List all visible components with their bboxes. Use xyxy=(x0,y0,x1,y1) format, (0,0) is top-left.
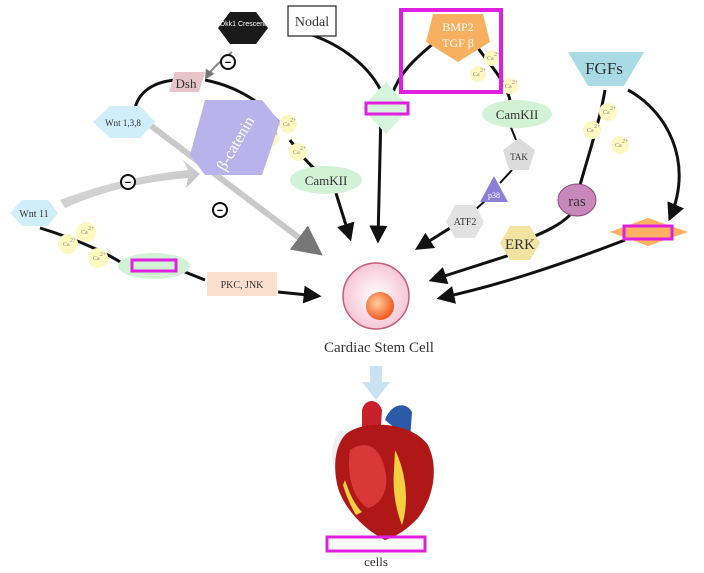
svg-text:ERK: ERK xyxy=(505,237,535,253)
wnt11-green-node xyxy=(118,253,190,279)
svg-text:PKC, JNK: PKC, JNK xyxy=(221,280,265,291)
svg-text:Ca: Ca xyxy=(293,150,300,156)
svg-text:CamKII: CamKII xyxy=(496,107,539,122)
svg-text:Ca: Ca xyxy=(587,128,594,134)
svg-text:2+: 2+ xyxy=(290,118,297,124)
svg-text:TAK: TAK xyxy=(510,152,528,162)
svg-text:Ca: Ca xyxy=(487,56,494,62)
svg-text:Ca: Ca xyxy=(603,110,610,116)
cells-label: cells xyxy=(364,554,388,569)
svg-text:Wnt 11: Wnt 11 xyxy=(19,209,48,220)
svg-text:Wnt 1,3,8: Wnt 1,3,8 xyxy=(105,118,141,128)
bmp2-tgf-node: BMP2 TGF β xyxy=(426,14,490,62)
svg-text:2+: 2+ xyxy=(594,124,601,130)
svg-text:2+: 2+ xyxy=(70,238,77,244)
bmp-highlight-box xyxy=(399,8,503,94)
svg-text:Dsh: Dsh xyxy=(176,76,197,91)
svg-text:2+: 2+ xyxy=(100,252,107,258)
cardiac-stem-cell xyxy=(342,262,410,330)
svg-text:Ca: Ca xyxy=(81,230,88,236)
svg-text:−: − xyxy=(217,205,223,217)
beta-catenin-node: β-catenin xyxy=(190,100,280,175)
connector-lines xyxy=(39,33,607,282)
wnt11-node: Wnt 11 xyxy=(10,200,58,226)
wnt138-node: Wnt 1,3,8 xyxy=(93,106,155,138)
catenin-inhibit-symbol: − xyxy=(120,174,136,190)
svg-text:Ca: Ca xyxy=(283,122,290,128)
svg-text:TGF β: TGF β xyxy=(442,36,474,50)
tak-node: TAK xyxy=(503,138,535,170)
heart-illustration xyxy=(331,401,434,540)
erk-node: ERK xyxy=(500,226,540,260)
dkk1-crescent-node: Dkk1 Crescent xyxy=(218,12,268,44)
cardiac-stem-cell-label: Cardiac Stem Cell xyxy=(324,340,434,356)
camkii-right-node: CamKII xyxy=(482,100,552,128)
svg-text:2+: 2+ xyxy=(480,68,487,74)
svg-text:CamKII: CamKII xyxy=(305,173,348,188)
svg-text:Nodal: Nodal xyxy=(295,15,329,30)
nodal-green-node xyxy=(362,82,410,134)
svg-text:BMP2: BMP2 xyxy=(442,20,473,34)
dkk1-inhibition-arrow xyxy=(204,51,233,80)
atf2-node: ATF2 xyxy=(446,205,484,238)
dkk1-inhibit-symbol: − xyxy=(220,54,236,70)
catenin-inhibit-symbol-2: − xyxy=(212,202,228,218)
svg-text:ras: ras xyxy=(568,194,586,210)
svg-text:Ca: Ca xyxy=(615,143,622,149)
cardiac-muscle-highlight-box xyxy=(325,535,427,553)
svg-text:Ca: Ca xyxy=(473,72,480,78)
svg-text:2+: 2+ xyxy=(88,226,95,232)
svg-text:−: − xyxy=(225,57,231,69)
svg-text:−: − xyxy=(125,177,131,189)
svg-text:Ca: Ca xyxy=(505,84,512,90)
calcium-ions: Ca2+ Ca2+ Ca2+ Ca2+ Ca2+ Ca2+ Ca2+ Ca2+ … xyxy=(58,50,629,268)
ras-node: ras xyxy=(557,183,597,217)
camkii-left-node: CamKII xyxy=(290,166,362,194)
fgfs-node: FGFs xyxy=(568,52,644,86)
svg-text:2+: 2+ xyxy=(300,146,307,152)
svg-text:2+: 2+ xyxy=(494,52,501,58)
arrows-to-cell xyxy=(277,88,684,304)
catenin-grey-arrow xyxy=(148,122,323,256)
svg-text:ATF2: ATF2 xyxy=(454,217,477,228)
differentiation-arrow xyxy=(362,366,390,400)
svg-text:Ca: Ca xyxy=(93,256,100,262)
dsh-node: Dsh xyxy=(169,72,205,92)
svg-text:2+: 2+ xyxy=(512,80,519,86)
fgf-orange-diamond-node xyxy=(610,218,688,246)
svg-text:2+: 2+ xyxy=(610,106,617,112)
svg-text:p38: p38 xyxy=(488,191,500,200)
svg-text:Dkk1 Crescent: Dkk1 Crescent xyxy=(220,21,266,28)
nodal-node: Nodal xyxy=(287,5,337,37)
svg-text:FGFs: FGFs xyxy=(585,59,623,78)
pkc-jnk-node: PKC, JNK xyxy=(207,272,277,296)
p38-node: p38 xyxy=(480,176,508,202)
svg-text:Ca: Ca xyxy=(63,242,70,248)
svg-text:2+: 2+ xyxy=(622,139,629,145)
